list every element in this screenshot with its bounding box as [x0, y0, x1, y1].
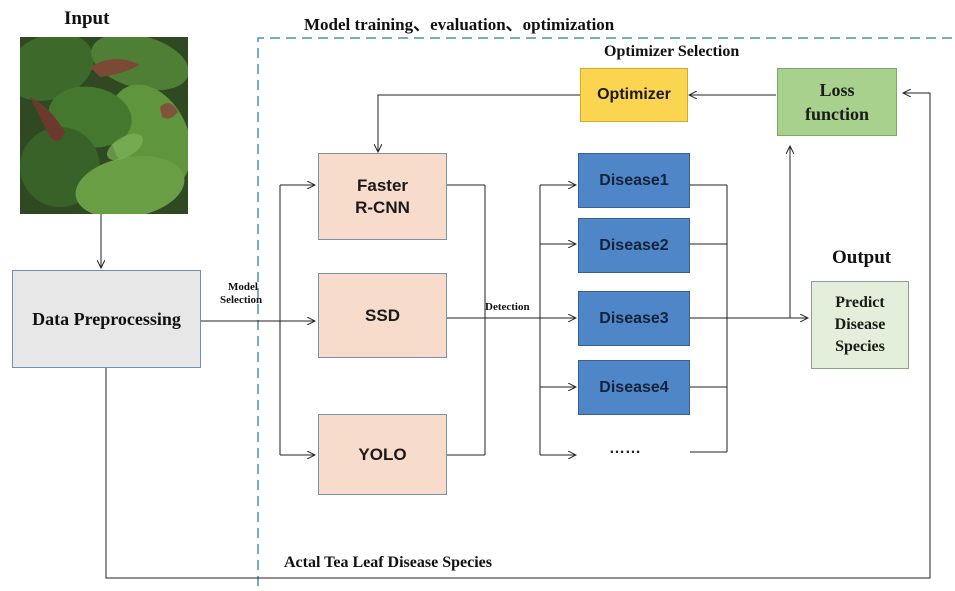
tea-leaf-photo — [20, 37, 188, 214]
loss-function-line1: Loss — [819, 80, 855, 100]
optimizer-label: Optimizer — [597, 86, 671, 103]
predict-line2: Disease — [834, 316, 886, 333]
predict-line1: Predict — [835, 294, 885, 311]
dashed-frame — [257, 37, 955, 586]
model-faster-rcnn-line1: Faster — [356, 175, 409, 195]
predict-line3: Species — [835, 338, 885, 355]
disease-4-box: Disease4 — [578, 360, 690, 415]
model-selection-line2: Selection — [220, 294, 263, 306]
predict-disease-species-box: Predict Disease Species — [811, 281, 909, 369]
disease-1-label: Disease1 — [599, 171, 669, 189]
data-preprocessing-box: Data Preprocessing — [12, 270, 201, 368]
model-ssd-label: SSD — [365, 305, 400, 325]
input-label: Input — [64, 8, 110, 29]
disease-2-box: Disease2 — [578, 218, 690, 273]
loss-function-line2: function — [804, 104, 869, 124]
more-diseases-ellipsis: …… — [609, 440, 641, 457]
disease-2-label: Disease2 — [599, 236, 669, 254]
model-yolo: YOLO — [318, 414, 447, 495]
section-title: Model training、evaluation、optimization — [304, 15, 615, 34]
optimizer-selection-label: Optimizer Selection — [604, 43, 740, 60]
model-yolo-label: YOLO — [358, 444, 407, 464]
model-ssd: SSD — [318, 273, 447, 358]
detection-label: Detection — [485, 301, 530, 313]
model-faster-rcnn: Faster R-CNN — [318, 153, 447, 240]
model-faster-rcnn-line2: R-CNN — [355, 197, 410, 217]
feedback-loop-arrow — [105, 93, 931, 579]
actual-species-label: Actal Tea Leaf Disease Species — [284, 554, 492, 571]
disease-1-box: Disease1 — [578, 153, 690, 208]
model-selection-line1: Model — [228, 281, 258, 293]
output-label: Output — [832, 247, 892, 268]
optimizer-box: Optimizer — [580, 68, 688, 122]
disease-3-label: Disease3 — [599, 309, 669, 327]
disease-3-box: Disease3 — [578, 291, 690, 346]
disease-4-label: Disease4 — [599, 378, 669, 396]
loss-function-box: Loss function — [777, 68, 897, 136]
data-preprocessing-label: Data Preprocessing — [32, 308, 181, 329]
arrow-optimizer-to-models — [378, 94, 580, 152]
model-selection-label: Model Selection — [220, 281, 266, 307]
